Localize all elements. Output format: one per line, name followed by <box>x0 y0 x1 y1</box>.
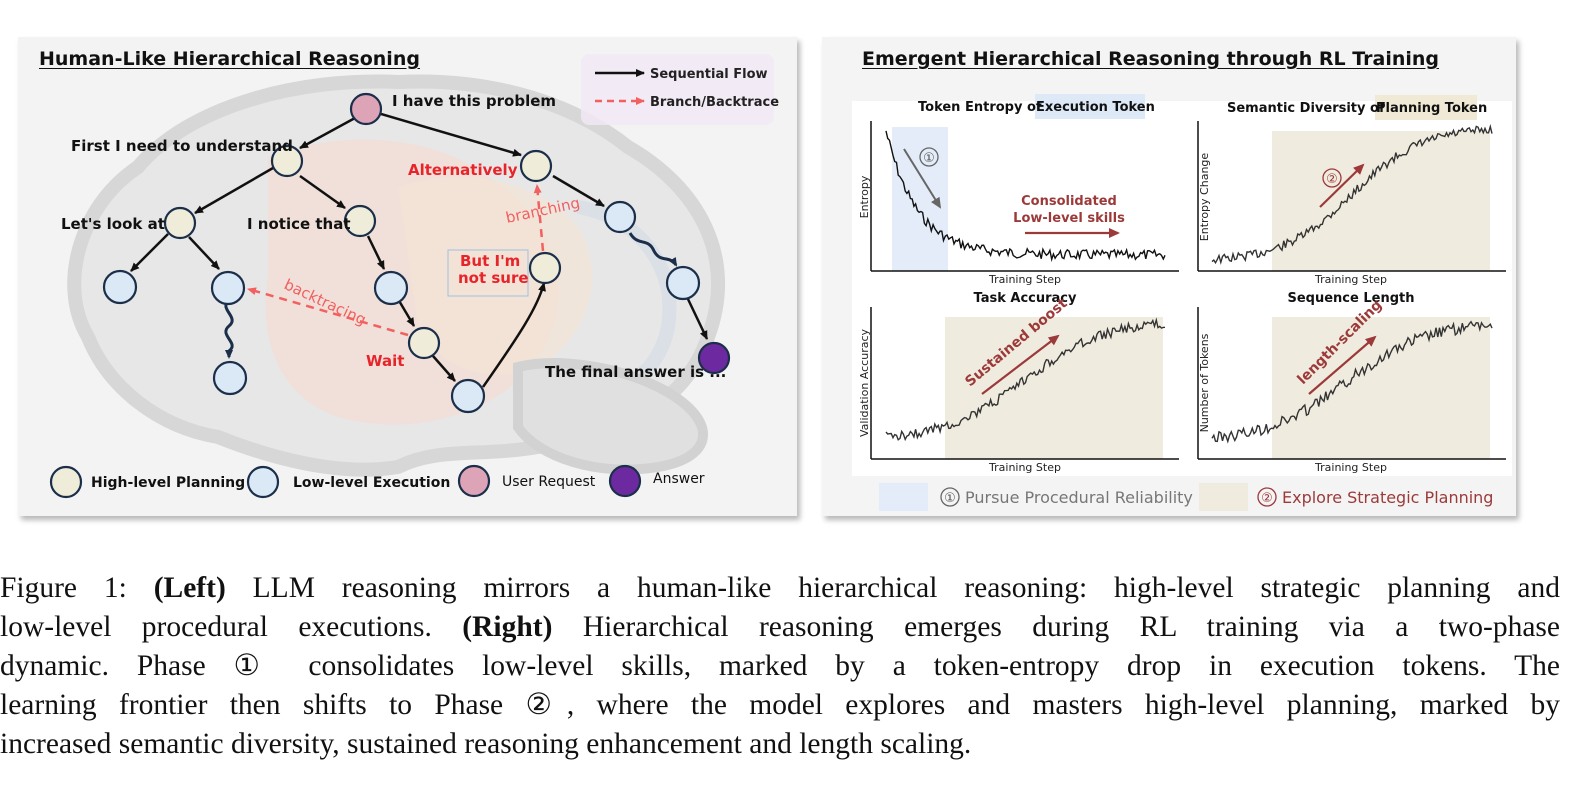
decline-arrow <box>903 148 942 209</box>
reasoning-tree-diagram: I have this problem First I need to unde… <box>49 54 779 499</box>
y-axis-label: Entropy <box>858 175 871 218</box>
length-series-line <box>1211 320 1493 444</box>
rl-training-charts: Token Entropy of Execution Token Entropy… <box>852 94 1512 511</box>
right-panel-title: Emergent Hierarchical Reasoning through … <box>862 48 1439 70</box>
phase1-band <box>892 127 948 271</box>
caption-line-2-rest: Hierarchical reasoning emerges during RL… <box>582 611 1560 643</box>
answer-node <box>697 341 731 375</box>
legend-execution-label: Low-level Execution <box>293 475 450 491</box>
left-panel: Human-Like Hierarchical Reasoning <box>18 37 797 516</box>
diversity-title-prefix: Semantic Diversity of <box>1227 101 1385 116</box>
phase2-marker <box>1322 168 1342 188</box>
legend-box <box>581 54 774 125</box>
planning-node <box>407 326 441 360</box>
entropy-series-line <box>885 130 1166 263</box>
caption-line-1: Figure 1: (Left) LLM reasoning mirrors a… <box>0 572 1561 604</box>
sequential-edges <box>130 112 709 388</box>
tree-nodes <box>102 92 731 414</box>
planning-node <box>519 149 553 183</box>
legend-branch-label: Branch/Backtrace <box>650 95 779 110</box>
right-panel: Emergent Hierarchical Reasoning through … <box>822 37 1516 516</box>
phase2-marker-label: ② <box>1326 172 1338 187</box>
execution-node <box>373 270 409 306</box>
planning-legend-icon <box>49 465 83 499</box>
y-axis-label: Validation Accuracy <box>858 328 871 437</box>
execution-node <box>665 265 701 301</box>
execution-node <box>603 200 637 234</box>
x-axis-label: Training Step <box>988 461 1061 474</box>
execution-node <box>450 378 486 414</box>
node-legend <box>49 464 642 499</box>
legend-answer-label: Answer <box>653 471 705 487</box>
title-highlight-bg <box>1035 94 1145 119</box>
request-legend-icon <box>457 464 491 498</box>
figure-caption: Figure 1: (Left) LLM reasoning mirrors a… <box>0 569 1560 764</box>
y-axis-label: Entropy Change <box>1198 153 1211 242</box>
label-problem: I have this problem <box>392 92 556 110</box>
label-look-at: Let's look at <box>61 215 165 233</box>
planning-node <box>270 144 304 178</box>
length-title: Sequence Length <box>1288 291 1415 306</box>
title-highlight-bg <box>1375 95 1477 120</box>
phase2-legend-label: Explore Strategic Planning <box>1282 488 1493 507</box>
x-axis-label: Training Step <box>988 273 1061 286</box>
execution-node <box>210 270 246 306</box>
increase-arrow <box>1319 163 1365 208</box>
x-axis-label: Training Step <box>1314 461 1387 474</box>
phase1-marker-label: ① <box>923 151 935 166</box>
execution-node <box>212 360 248 396</box>
phase1-legend-marker <box>940 487 960 507</box>
execution-node <box>102 269 138 305</box>
left-panel-title: Human-Like Hierarchical Reasoning <box>39 48 420 70</box>
execution-legend-icon <box>246 465 280 499</box>
x-axis-label: Training Step <box>1314 273 1387 286</box>
label-not-sure-2: not sure <box>458 269 529 287</box>
legend-planning-label: High-level Planning <box>91 475 245 491</box>
scaling-arrow <box>1308 335 1377 395</box>
not-sure-box <box>447 249 529 297</box>
accuracy-series-line <box>885 317 1166 442</box>
label-understand: First I need to understand <box>71 137 293 155</box>
phase2-legend-marker-label: ② <box>1261 491 1273 506</box>
diversity-title-highlight: Planning Token <box>1376 101 1487 116</box>
caption-line-5: increased semantic diversity, sustained … <box>0 728 972 760</box>
phase2-band <box>1272 317 1490 459</box>
caption-line-4: learning frontier then shifts to Phase ②… <box>0 689 1560 721</box>
planning-node <box>163 206 197 240</box>
planning-node <box>528 251 562 285</box>
phase2-swatch <box>1199 483 1248 511</box>
entropy-chart: Token Entropy of Execution Token Entropy… <box>858 94 1179 286</box>
phase1-legend-marker-label: ① <box>944 491 956 506</box>
entropy-title-highlight: Execution Token <box>1036 100 1155 115</box>
legend-request-label: User Request <box>502 474 596 490</box>
phase1-marker <box>919 147 939 167</box>
phase2-band <box>1272 131 1490 271</box>
entropy-annotation-2: Low-level skills <box>1013 211 1125 226</box>
boost-arrow <box>981 334 1060 395</box>
label-final: The final answer is ... <box>545 363 726 381</box>
entropy-title-prefix: Token Entropy of <box>918 100 1042 115</box>
diversity-chart: Semantic Diversity of Planning Token Ent… <box>1197 95 1506 286</box>
diversity-series-line <box>1211 123 1493 266</box>
accuracy-title: Task Accuracy <box>974 291 1077 306</box>
branch-backtrace-edges <box>247 184 545 337</box>
label-alternatively: Alternatively <box>408 161 518 179</box>
y-axis-label: Number of Tokens <box>1198 333 1211 432</box>
caption-line-3: dynamic. Phase ① consolidates low-level … <box>0 650 1560 682</box>
legend-sequential-label: Sequential Flow <box>650 67 768 82</box>
phase1-swatch <box>879 483 928 511</box>
caption-line-1-rest: LLM reasoning mirrors a human-like hiera… <box>252 572 1561 604</box>
wavy-arrow-right <box>628 232 678 267</box>
wavy-arrow-left <box>224 298 234 359</box>
user-request-node <box>349 92 383 126</box>
answer-legend-icon <box>608 464 642 498</box>
entropy-annotation-1: Consolidated <box>1021 194 1117 209</box>
phase2-legend-marker <box>1257 487 1277 507</box>
caption-line-2: low-level procedural executions. (Right)… <box>0 611 1560 643</box>
label-wait: Wait <box>366 352 404 370</box>
phase1-legend-label: Pursue Procedural Reliability <box>965 488 1193 507</box>
planning-node <box>343 204 377 238</box>
label-notice: I notice that <box>247 215 351 233</box>
label-not-sure-1: But I'm <box>460 252 520 270</box>
